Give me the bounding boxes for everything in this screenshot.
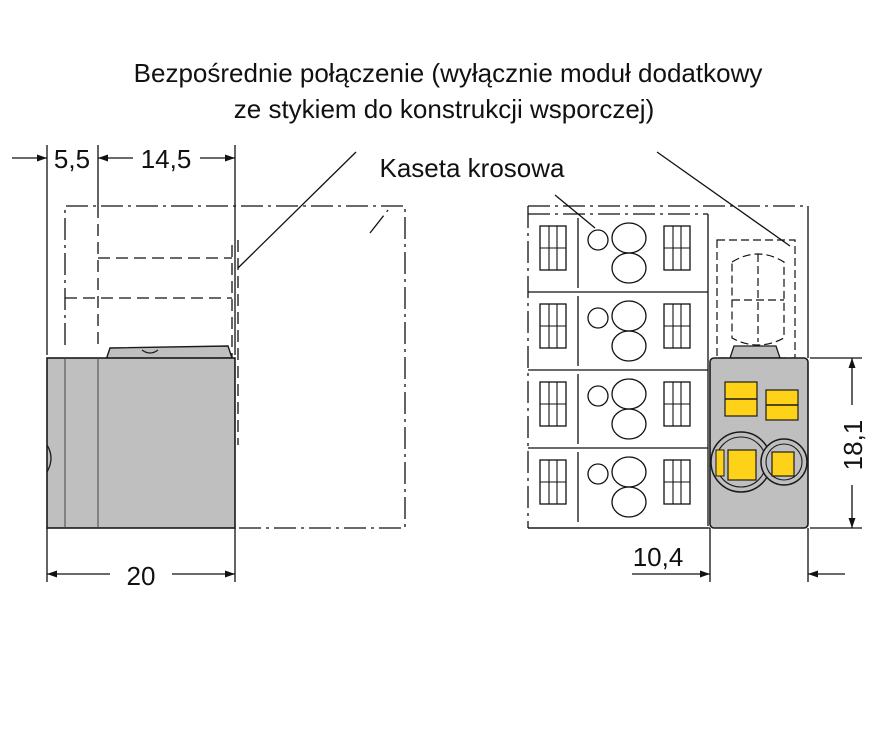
front-view: 18,1 10,4 [527,205,868,582]
wire-entry-upper [611,222,647,254]
wire-entry-upper [611,378,647,410]
latch-yellow-right [765,389,799,421]
dimension-18-1: 18,1 [838,420,868,471]
height-dimension [810,357,862,529]
top-dimension [12,145,236,355]
test-hole [587,463,609,485]
wire-entry-upper [611,456,647,488]
cassette-rows [528,213,709,529]
dimension-5-5: 5,5 [54,144,90,174]
cassette-phantom-outline [64,205,406,529]
module-front-body [709,345,809,529]
direct-connection-label-line1: Bezpośrednie połączenie (wyłącznie moduł… [134,58,763,88]
cross-cassette-label: Kaseta krosowa [380,153,566,183]
test-hole [587,307,609,329]
test-hole [587,385,609,407]
dimension-20: 20 [127,561,156,591]
width-dimension [632,528,845,582]
wire-entry-lower [611,252,647,284]
module-side-body [46,345,236,529]
push-button-right [760,438,808,486]
wire-entry-lower [611,330,647,362]
wire-entry-lower [611,408,647,440]
wire-entry-lower [611,486,647,518]
dimension-10-4: 10,4 [633,542,684,572]
bottom-dimension [46,528,236,582]
ghost-module [716,239,796,359]
direct-connection-label-line2: ze stykiem do konstrukcji wsporczej) [234,94,654,124]
wire-entry-upper [611,300,647,332]
test-hole [587,229,609,251]
latch-yellow-left [724,381,758,417]
side-view: 5,5 14,5 20 [12,144,406,591]
leader-lines [237,151,791,269]
dimension-14-5: 14,5 [141,144,192,174]
